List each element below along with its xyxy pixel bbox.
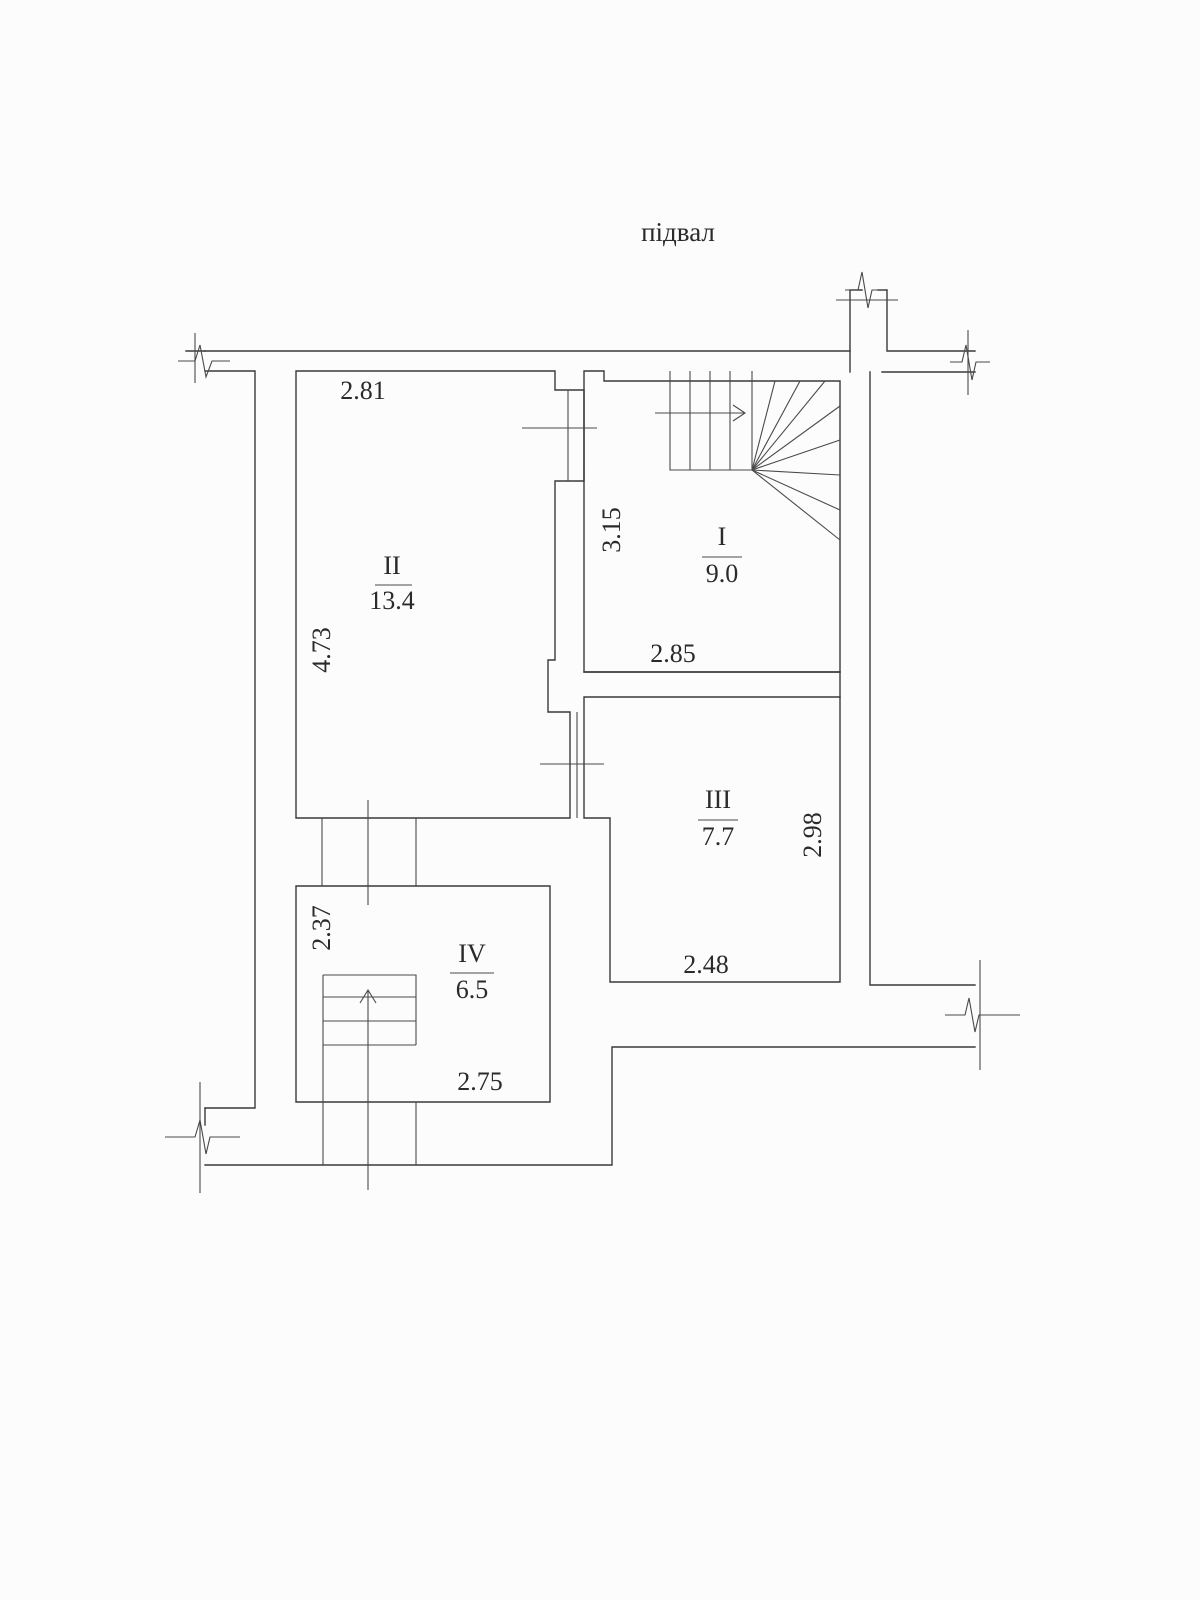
dim-room-IV-left: 2.37 [307, 905, 336, 951]
room-numeral-IV: IV [458, 939, 486, 968]
room-numeral-III: III [705, 785, 731, 814]
dim-room-IV-bottom: 2.75 [457, 1067, 503, 1096]
dim-room-II-top: 2.81 [340, 376, 386, 405]
plan-title: підвал [641, 217, 715, 247]
outer-walls [185, 289, 976, 1166]
door-II-I [522, 390, 597, 481]
dimension-labels: 2.81 4.73 3.15 2.85 2.98 2.48 2.37 2.75 [307, 376, 827, 1096]
room-label-II: II 13.4 [369, 551, 415, 615]
room-label-I: I 9.0 [702, 522, 742, 588]
room-I [583, 370, 841, 673]
room-III [583, 671, 841, 983]
door-II-III [540, 712, 604, 818]
room-II [295, 370, 585, 819]
dim-room-II-left: 4.73 [307, 627, 336, 673]
corridor-IV [321, 800, 417, 905]
dim-room-I-bottom: 2.85 [650, 639, 696, 668]
room-area-III: 7.7 [702, 822, 735, 851]
room-label-IV: IV 6.5 [450, 939, 494, 1004]
dim-room-III-bottom: 2.48 [683, 950, 729, 979]
room-area-IV: 6.5 [456, 975, 489, 1004]
room-area-II: 13.4 [369, 586, 415, 615]
room-numeral-II: II [383, 551, 400, 580]
room-label-III: III 7.7 [698, 785, 738, 851]
room-IV [295, 885, 551, 1190]
wall-break-marks [165, 271, 1020, 1193]
dim-room-I-left: 3.15 [597, 507, 626, 553]
room-numeral-I: I [718, 522, 727, 551]
dim-room-III-right: 2.98 [798, 812, 827, 858]
room-area-I: 9.0 [706, 559, 739, 588]
